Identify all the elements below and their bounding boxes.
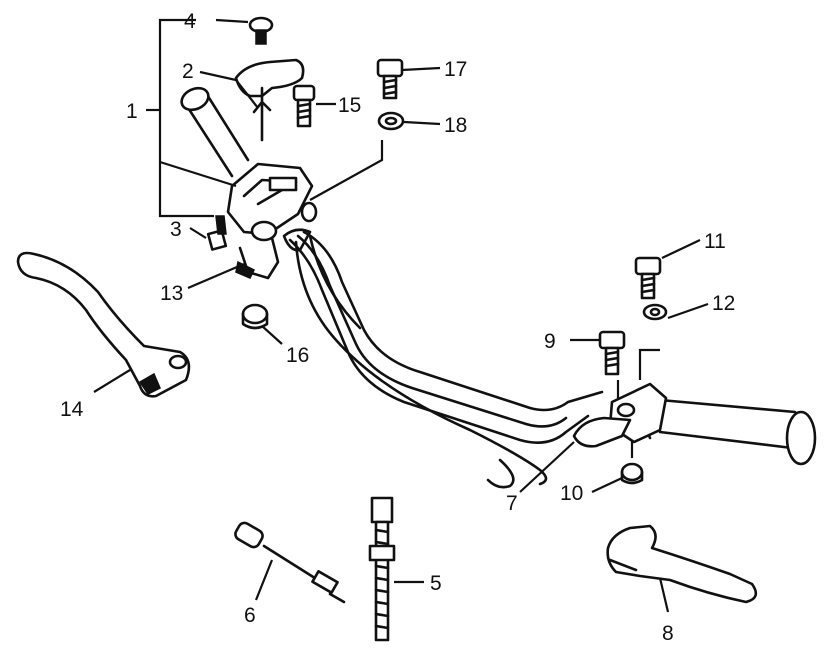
lever-bracket (234, 58, 305, 142)
screw-4 (248, 16, 274, 45)
clutch-lever (16, 251, 191, 398)
screw-3 (206, 215, 228, 251)
callout-11: 11 (704, 230, 726, 253)
bolt-17 (376, 58, 404, 100)
callout-10: 10 (560, 482, 583, 505)
callout-13: 13 (160, 282, 183, 305)
callout-12: 12 (712, 292, 735, 315)
callout-16: 16 (286, 344, 309, 367)
leader-lines (93, 18, 709, 613)
washer-18 (377, 111, 405, 131)
callout-4: 4 (184, 10, 196, 33)
brake-lever (606, 524, 758, 604)
washer-12 (642, 303, 668, 321)
callout-17: 17 (444, 58, 467, 81)
callout-7: 7 (506, 492, 518, 515)
cable-tie (368, 496, 396, 642)
callouts: 1 2 3 4 5 6 7 8 9 10 11 12 13 14 15 16 1… (60, 10, 735, 645)
bolt-11 (634, 256, 662, 300)
clutch-lever-holder (226, 162, 318, 280)
callout-8: 8 (662, 622, 674, 645)
callout-6: 6 (244, 604, 256, 627)
bolt-15 (292, 84, 316, 128)
brake-lever-holder (572, 382, 668, 448)
callout-3: 3 (170, 218, 182, 241)
nut-10 (620, 462, 644, 485)
nut-16 (241, 303, 269, 330)
callout-9: 9 (544, 330, 556, 353)
handlebar (180, 86, 817, 489)
callout-5: 5 (430, 572, 442, 595)
cable (234, 521, 346, 604)
callout-2: 2 (182, 60, 194, 83)
callout-15: 15 (338, 94, 361, 117)
callout-18: 18 (444, 114, 467, 137)
bolt-9 (598, 330, 626, 376)
callout-14: 14 (60, 398, 84, 421)
callout-1: 1 (126, 100, 138, 123)
